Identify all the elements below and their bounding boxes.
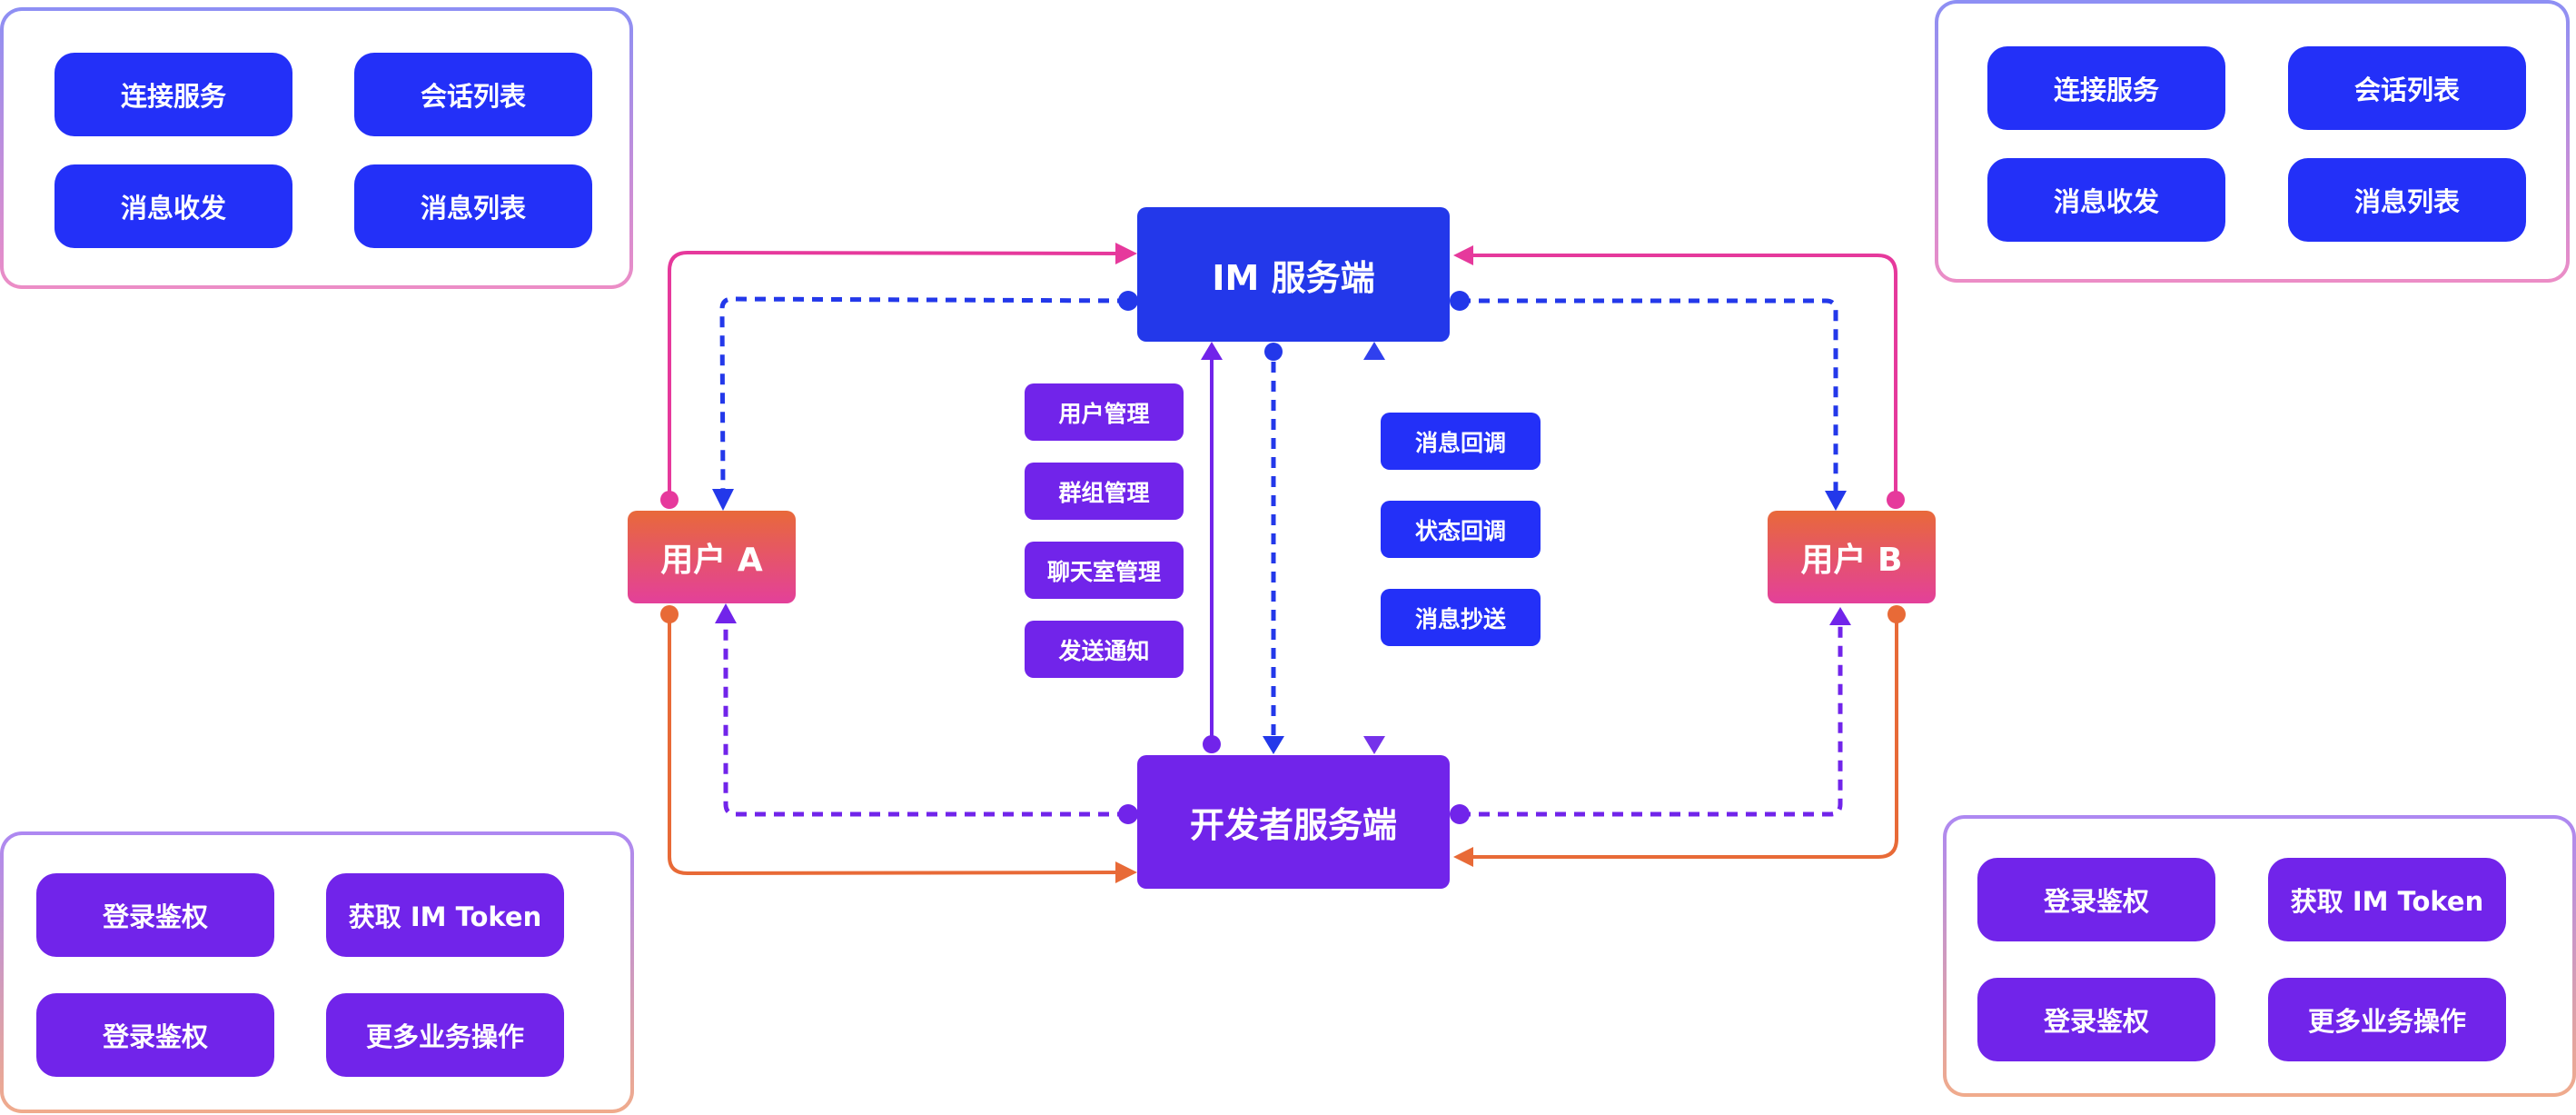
connector-dot [1264, 343, 1283, 361]
server-api-tag[interactable]: 群组管理 [1025, 463, 1184, 520]
connector-dot [1887, 605, 1906, 623]
arrow-head [1453, 847, 1473, 867]
im-feature-button[interactable]: 会话列表 [354, 53, 592, 136]
im-feature-button[interactable]: 连接服务 [1987, 46, 2225, 130]
callback-tag[interactable]: 消息抄送 [1381, 589, 1541, 646]
callback-tag[interactable]: 状态回调 [1381, 501, 1541, 558]
server-api-tag[interactable]: 聊天室管理 [1025, 542, 1184, 599]
arrow-head [1201, 342, 1223, 360]
im-feature-button[interactable]: 会话列表 [2288, 46, 2526, 130]
im-feature-button[interactable]: 消息列表 [2288, 158, 2526, 242]
im-feature-button[interactable]: 连接服务 [54, 53, 292, 136]
user-b-node[interactable]: 用户 B [1768, 511, 1936, 603]
arrow-head [1363, 342, 1385, 360]
arrow-head [1825, 491, 1847, 511]
server-api-tag[interactable]: 用户管理 [1025, 383, 1184, 441]
connector-dot [1450, 804, 1470, 824]
arrow-head [1115, 861, 1137, 883]
im-server-node[interactable]: IM 服务端 [1137, 207, 1450, 342]
arrow-head [1829, 607, 1851, 625]
im-feature-button[interactable]: 消息收发 [1987, 158, 2225, 242]
arrow-head [1263, 736, 1284, 754]
dev-feature-button[interactable]: 登录鉴权 [1977, 978, 2215, 1061]
server-api-tag[interactable]: 发送通知 [1025, 621, 1184, 678]
connector-dot [660, 605, 679, 623]
callback-tag[interactable]: 消息回调 [1381, 413, 1541, 470]
connector-dot [1118, 291, 1138, 311]
dev-feature-button[interactable]: 登录鉴权 [36, 873, 274, 957]
arrow-head [1453, 245, 1473, 265]
dev-feature-button[interactable]: 更多业务操作 [326, 993, 564, 1077]
arrow-head [712, 489, 734, 511]
connector-dot [1118, 804, 1138, 824]
arrow-head [1363, 736, 1385, 754]
arrow-head [715, 603, 737, 623]
connector-dev-to-userb [1460, 623, 1843, 817]
dev-server-node[interactable]: 开发者服务端 [1137, 755, 1450, 889]
connector-dot [1203, 735, 1221, 753]
dev-feature-button[interactable]: 更多业务操作 [2268, 978, 2506, 1061]
connector-dot [660, 491, 679, 509]
connector-dot [1450, 291, 1470, 311]
connector-dot [1887, 491, 1905, 509]
im-feature-button[interactable]: 消息收发 [54, 164, 292, 248]
dev-feature-button[interactable]: 登录鉴权 [36, 993, 274, 1077]
connector-userb-to-dev [1470, 614, 1898, 859]
im-feature-button[interactable]: 消息列表 [354, 164, 592, 248]
user-a-node[interactable]: 用户 A [628, 511, 796, 603]
arrow-head [1115, 243, 1137, 264]
dev-feature-button[interactable]: 获取 IM Token [2268, 858, 2506, 941]
dev-feature-button[interactable]: 登录鉴权 [1977, 858, 2215, 941]
dev-feature-button[interactable]: 获取 IM Token [326, 873, 564, 957]
